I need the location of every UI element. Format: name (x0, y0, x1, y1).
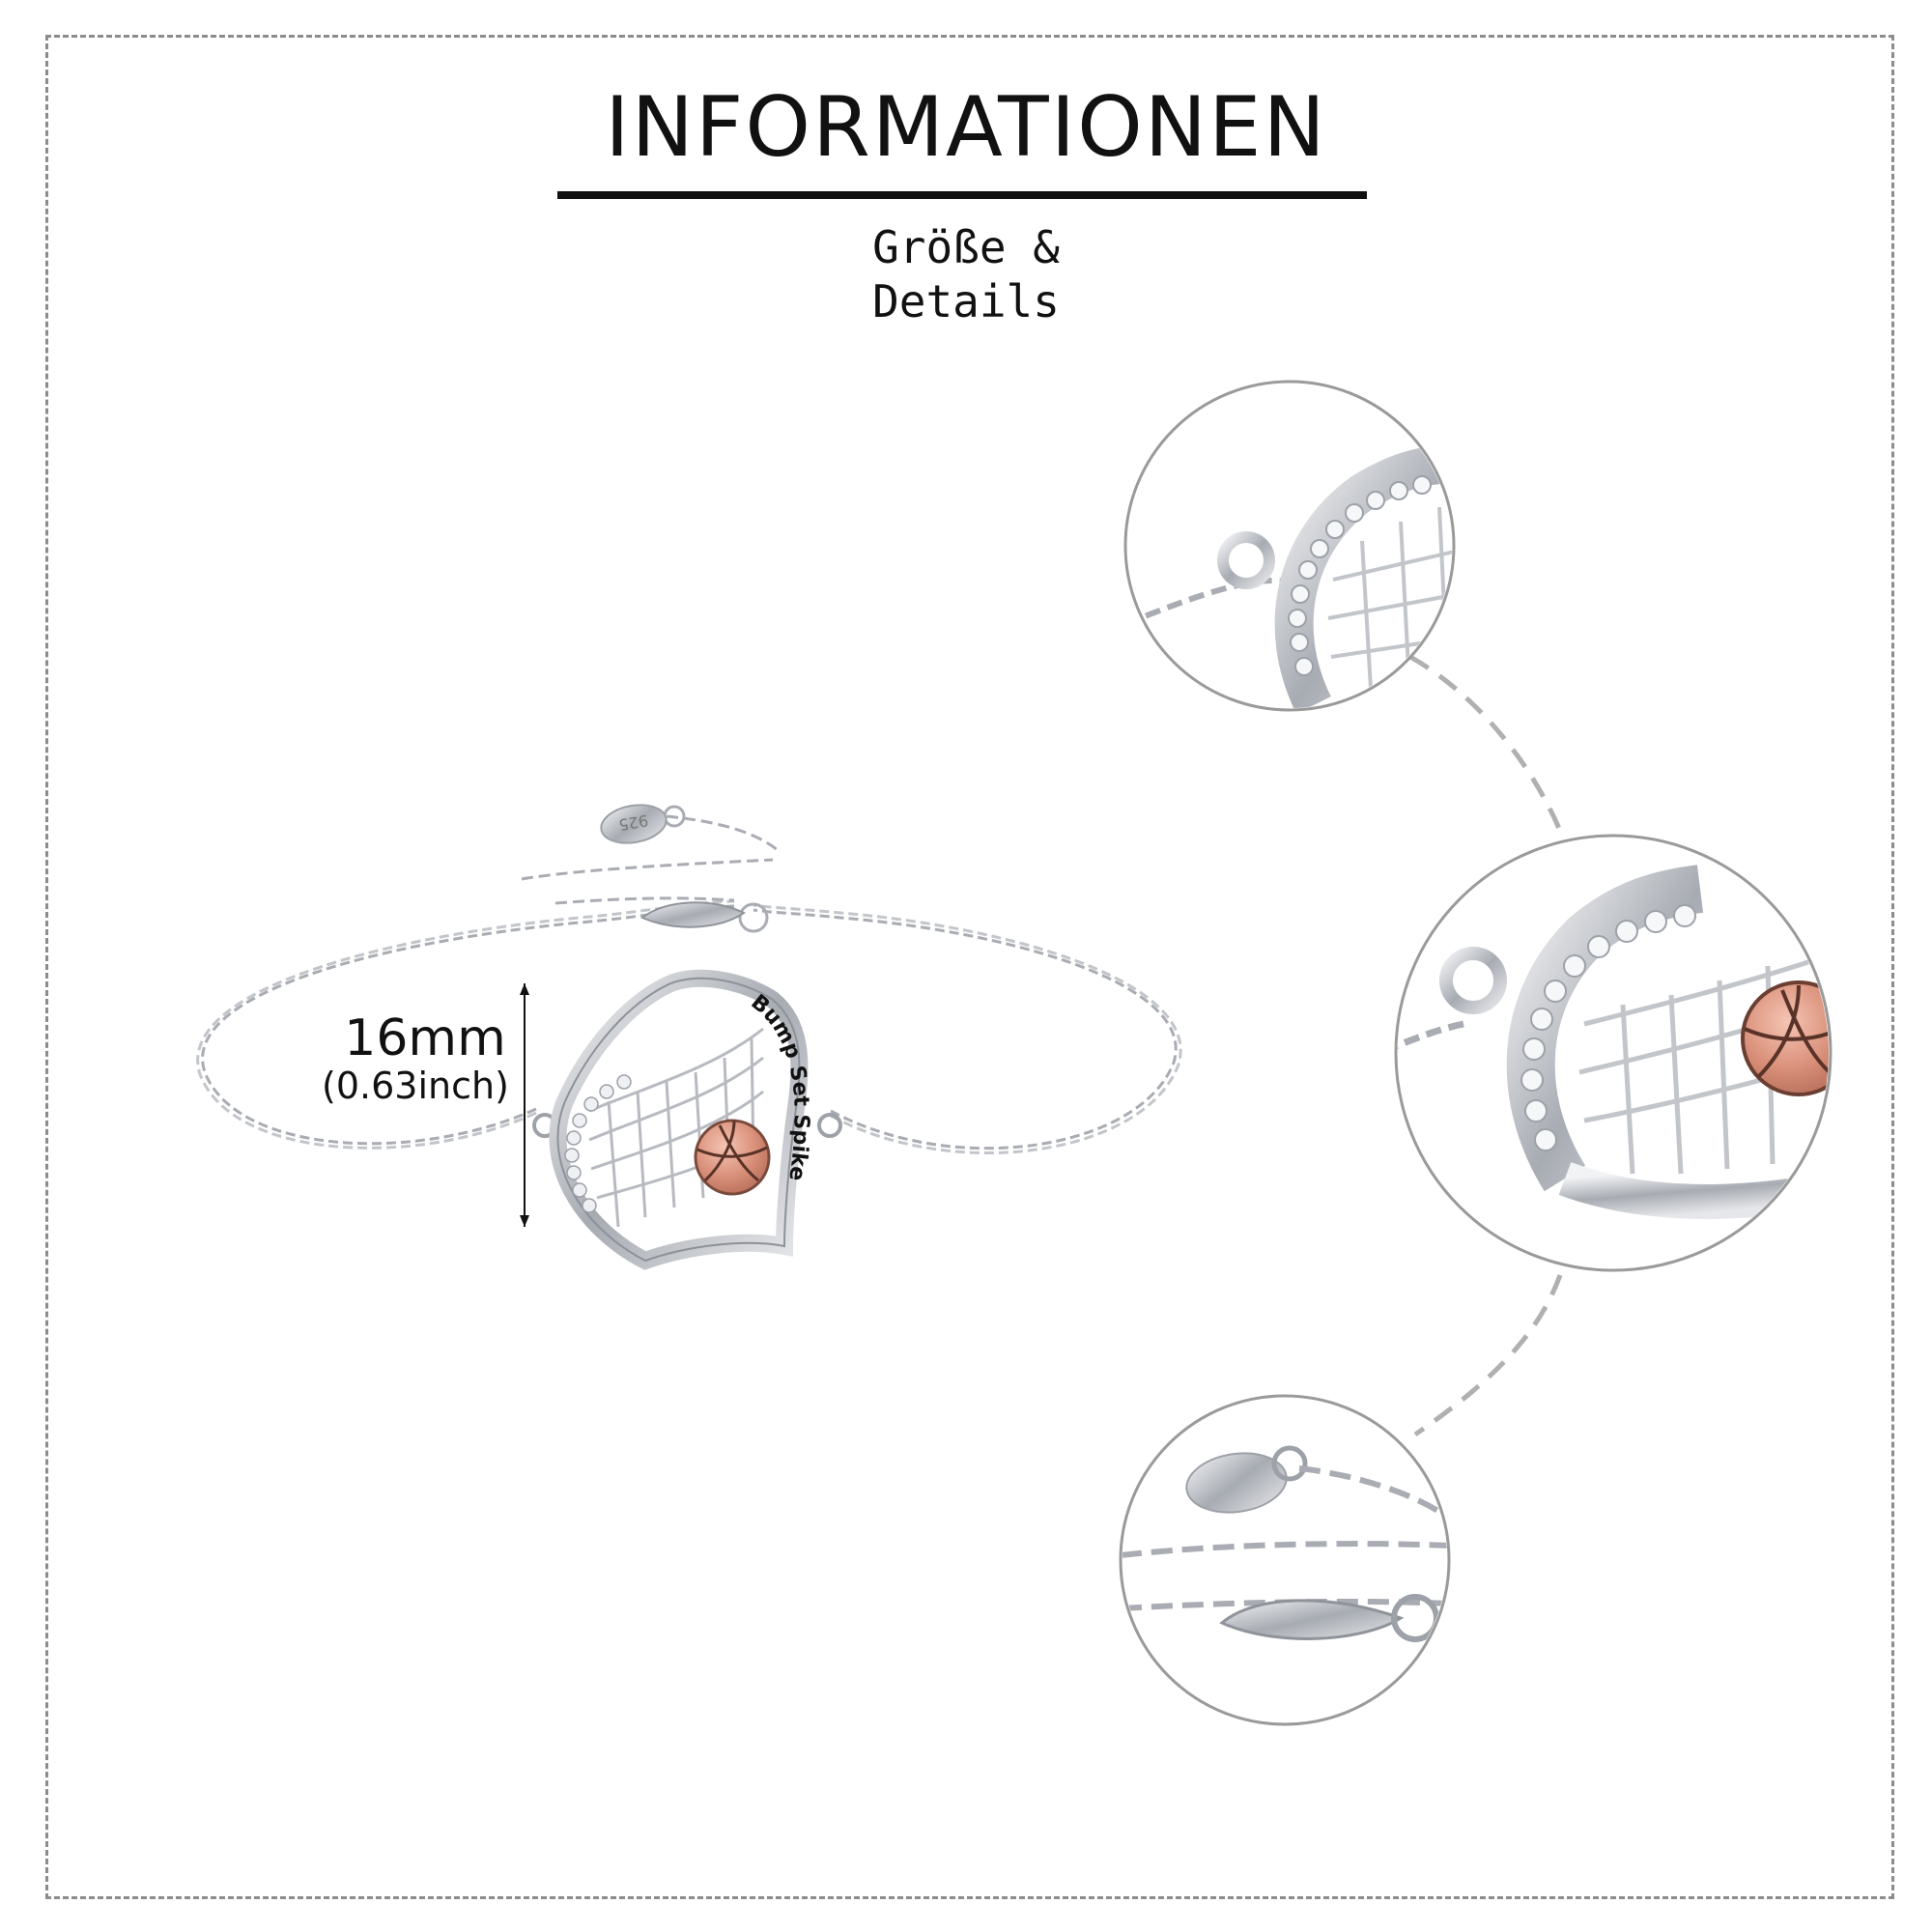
dimension-inch-label: (0.63inch) (322, 1065, 509, 1107)
dimension-mm-label: 16mm (344, 1009, 506, 1067)
detail-connectors (1408, 654, 1563, 1437)
detail-circle-heart (1394, 834, 1833, 1272)
detail-circle-extender (1119, 1394, 1451, 1726)
bracelet-chain (196, 899, 1182, 1154)
extender-chain (521, 805, 779, 933)
volleyball-charm (694, 1119, 771, 1196)
dimension-marker (520, 983, 529, 1227)
jump-ring-right (817, 1113, 842, 1138)
heart-pendant: Bump Set Spike (532, 969, 842, 1270)
subtitle-line-1: Größe & (872, 221, 1060, 273)
detail-circle-clasp (1123, 380, 1456, 712)
page-title: INFORMATIONEN (605, 79, 1327, 176)
zirconia-stones (564, 1074, 632, 1213)
lobster-clasp (640, 901, 746, 928)
volleyball-net (588, 1027, 764, 1228)
page-subtitle: Größe & Details (0, 220, 1932, 328)
tag-charm: 925 (600, 804, 668, 844)
subtitle-line-2: Details (872, 275, 1060, 327)
title-underline (557, 191, 1367, 199)
dashed-border-frame (45, 35, 1894, 1899)
